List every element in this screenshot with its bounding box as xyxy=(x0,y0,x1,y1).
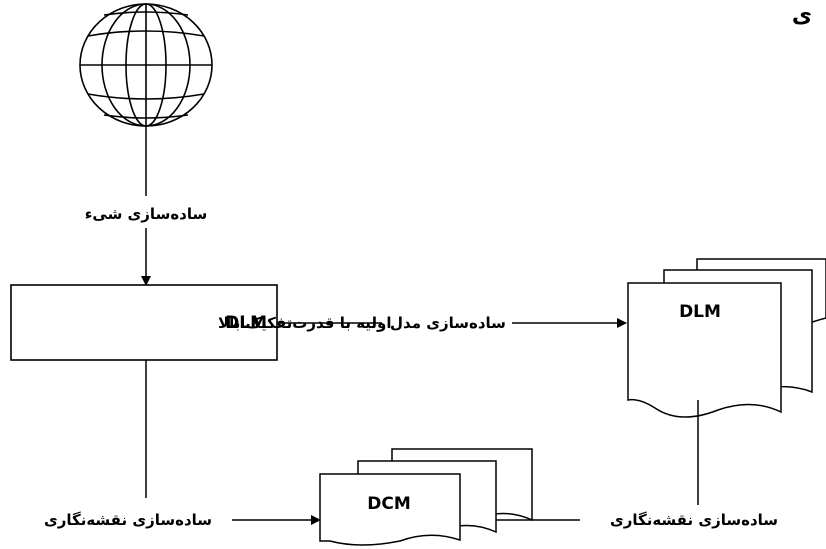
dlm-document-label: DLM xyxy=(679,302,721,322)
label-cartographic-right: ساده‌سازی نقشه‌نگاری xyxy=(610,511,778,529)
label-model-generalization: ساده‌سازی مدل xyxy=(390,314,506,332)
title-fragment: ی xyxy=(792,3,812,28)
primary-dlm-prefix: DLM xyxy=(225,313,267,333)
dcm-document-stack xyxy=(319,448,533,546)
globe-icon xyxy=(79,3,213,127)
svg-text:DLM: DLM xyxy=(225,313,267,333)
dlm-document-stack xyxy=(627,258,826,418)
dcm-document-label: DCM xyxy=(367,494,411,514)
primary-dlm-box: DLM اولیه با قدرت‌تفکیک بالا xyxy=(10,284,392,361)
label-object-generalization: ساده‌سازی شیء xyxy=(85,205,208,223)
label-cartographic-left: ساده‌سازی نقشه‌نگاری xyxy=(44,511,212,529)
